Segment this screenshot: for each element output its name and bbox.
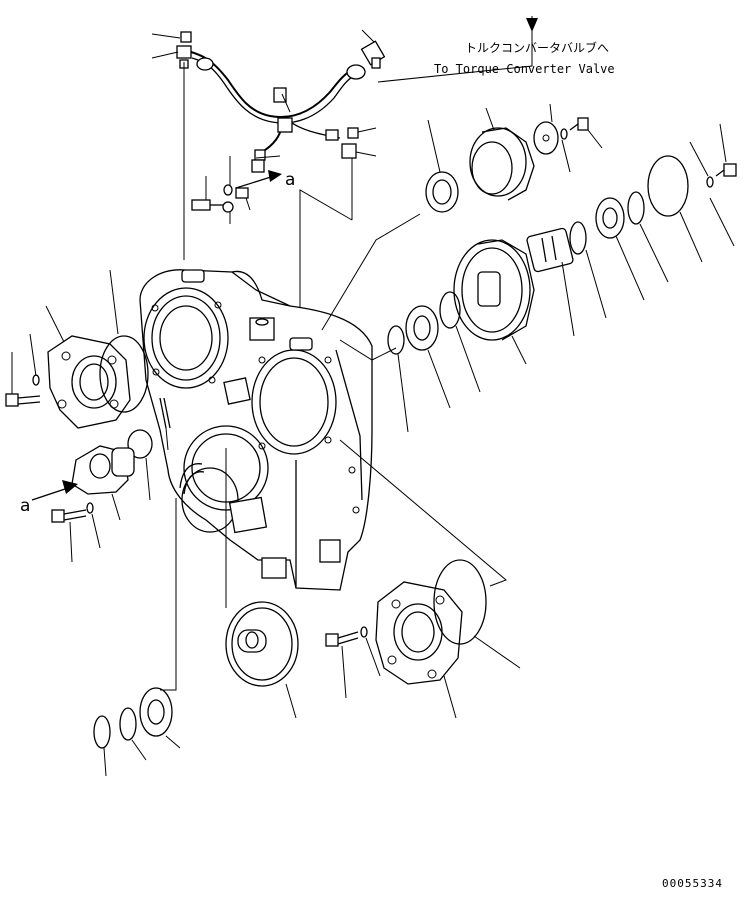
arrow-down-icon bbox=[526, 18, 538, 32]
gear-hub bbox=[237, 629, 267, 653]
upper-boss bbox=[181, 269, 205, 283]
block-fitting bbox=[235, 187, 249, 199]
hose-clip bbox=[273, 87, 287, 103]
fitting-center-2 bbox=[251, 159, 265, 173]
bearing-cover-right bbox=[375, 581, 463, 685]
note-english: To Torque Converter Valve bbox=[434, 62, 615, 76]
shaft bbox=[526, 227, 574, 273]
snap-ring bbox=[569, 221, 587, 255]
hose-assembly bbox=[151, 16, 538, 340]
retainer-plate bbox=[533, 121, 559, 155]
upper-boss bbox=[289, 337, 313, 351]
bearing bbox=[405, 305, 439, 351]
washer bbox=[86, 502, 94, 514]
drain-boss bbox=[261, 557, 287, 579]
bearing bbox=[425, 171, 459, 213]
snap-ring bbox=[439, 291, 461, 329]
bolt-head bbox=[325, 633, 339, 647]
fitting-right-top bbox=[347, 127, 359, 139]
pad-plate bbox=[228, 496, 268, 534]
pad-plate bbox=[223, 377, 251, 405]
washer bbox=[706, 176, 714, 188]
snap-ring bbox=[387, 325, 405, 355]
washer bbox=[560, 128, 568, 140]
drawing-number: 00055334 bbox=[662, 877, 723, 890]
transfer-case-housing bbox=[139, 269, 373, 591]
o-ring-small bbox=[127, 429, 153, 459]
note-japanese: トルクコンバータバルブへ bbox=[465, 41, 610, 55]
bolt-head bbox=[723, 163, 737, 177]
gear-train-upper bbox=[321, 103, 737, 365]
washer bbox=[32, 374, 40, 386]
hose-end bbox=[346, 64, 366, 80]
breather-boss bbox=[249, 317, 275, 341]
gear-hub bbox=[477, 271, 501, 307]
bearing bbox=[595, 197, 625, 239]
lower-gear-group bbox=[93, 448, 299, 777]
name-plate bbox=[319, 539, 341, 563]
hose-clamp bbox=[196, 57, 214, 71]
bolt-head bbox=[577, 117, 589, 131]
tee-fitting bbox=[176, 45, 192, 59]
snap-ring bbox=[93, 715, 111, 749]
fitting-center bbox=[254, 149, 266, 161]
left-cover-group bbox=[5, 269, 169, 563]
washer bbox=[223, 184, 233, 196]
fitting-right-tee bbox=[341, 143, 357, 159]
bolt-head bbox=[51, 509, 65, 523]
pump-body bbox=[111, 447, 135, 477]
snap-ring bbox=[119, 707, 137, 741]
view-marker-lower: a bbox=[20, 496, 31, 516]
snap-ring bbox=[627, 191, 645, 225]
elbow-nut bbox=[371, 57, 381, 69]
cover-plate bbox=[647, 155, 689, 217]
gear-train-middle bbox=[339, 291, 481, 433]
gear bbox=[469, 127, 527, 197]
washer bbox=[222, 201, 234, 213]
view-arrow-icon bbox=[268, 170, 282, 182]
elbow-fitting bbox=[180, 31, 192, 43]
view-arrow-icon bbox=[62, 480, 78, 494]
o-ring-large bbox=[433, 559, 487, 645]
view-marker-upper: a bbox=[285, 170, 296, 190]
bolt bbox=[191, 199, 211, 211]
lower-right-cover-group bbox=[325, 439, 521, 719]
washer bbox=[360, 626, 368, 638]
bearing bbox=[139, 687, 173, 737]
hose-block bbox=[277, 117, 293, 133]
hose-nut bbox=[325, 129, 339, 141]
bolt-head bbox=[5, 393, 19, 407]
o-ring-large bbox=[99, 335, 149, 413]
bearing-cover-left bbox=[47, 335, 131, 429]
